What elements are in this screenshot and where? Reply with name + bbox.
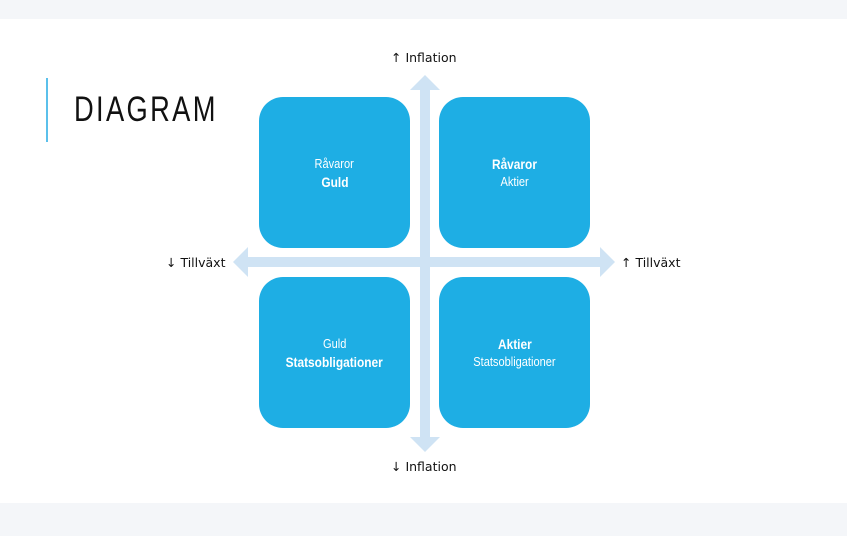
quadrant-bottom-left: Guld Statsobligationer [259,277,410,428]
horizontal-axis-shaft [245,257,603,267]
title-accent-bar [46,78,48,142]
quadrant-line-bold: Guld [320,173,349,190]
quadrant-line: Råvaror [314,155,355,171]
quadrant-line: Statsobligationer [473,353,556,369]
quadrant-line-bold: Råvaror [492,155,537,172]
quadrant-bottom-right: Aktier Statsobligationer [439,277,590,428]
quadrant-line-bold: Statsobligationer [285,353,384,370]
quadrant-line: Guld [322,335,347,351]
arrow-down-head [410,437,440,452]
page-title: DIAGRAM [74,90,218,129]
axis-label-top: ↑ Inflation [391,50,457,65]
quadrant-line: Aktier [500,173,529,189]
axis-label-bottom: ↓ Inflation [391,459,457,474]
arrow-left-head [233,247,248,277]
quadrant-top-left: Råvaror Guld [259,97,410,248]
axis-label-right: ↑ Tillväxt [621,255,681,270]
quadrant-top-right: Råvaror Aktier [439,97,590,248]
axis-label-left: ↓ Tillväxt [166,255,226,270]
quadrant-line-bold: Aktier [497,335,532,352]
arrow-right-head [600,247,615,277]
arrow-up-head [410,75,440,90]
